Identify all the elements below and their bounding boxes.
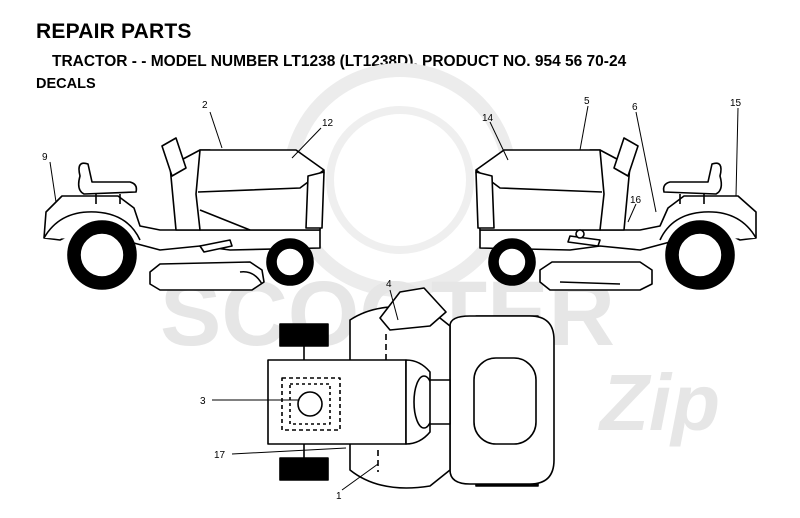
model-subtitle: TRACTOR - - MODEL NUMBER LT1238 (LT1238D…: [52, 53, 627, 70]
callout-17: 17: [214, 450, 226, 461]
callout-9: 9: [42, 152, 48, 163]
page-title: REPAIR PARTS: [36, 20, 192, 43]
callout-2: 2: [202, 100, 208, 111]
section-heading: DECALS: [36, 76, 96, 92]
callout-16: 16: [630, 195, 642, 206]
leader-lines: [49, 105, 739, 491]
callout-12: 12: [322, 118, 334, 129]
right-side-tractor: [475, 137, 757, 291]
callout-14: 14: [482, 113, 494, 124]
left-side-tractor: [43, 137, 325, 291]
callout-6: 6: [632, 102, 638, 113]
callout-4: 4: [386, 279, 392, 290]
callout-15: 15: [730, 98, 742, 109]
callout-5: 5: [584, 96, 590, 107]
callouts: 2 12 9 14 5 6 15 16 4 3 17 1: [42, 96, 742, 502]
watermark-script: Zip: [598, 358, 720, 447]
callout-1: 1: [336, 491, 342, 502]
top-view-tractor: [267, 287, 555, 489]
callout-3: 3: [200, 396, 206, 407]
